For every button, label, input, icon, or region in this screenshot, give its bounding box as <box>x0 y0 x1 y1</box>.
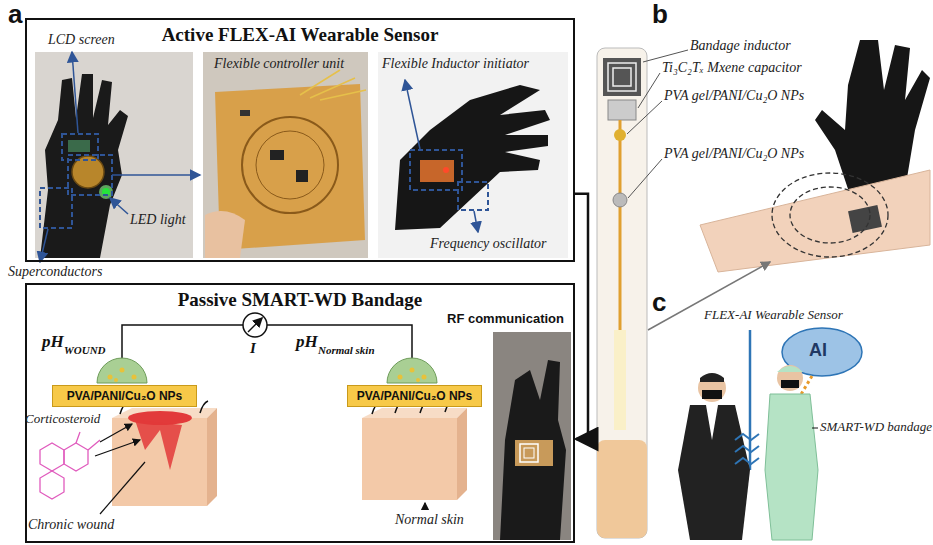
ph-subscript: WOUND <box>64 344 106 357</box>
part-label: Frequency oscillator <box>430 236 547 252</box>
glove-arm <box>648 40 930 330</box>
ai-label: AI <box>809 340 827 361</box>
panel-letter: b <box>652 0 668 30</box>
part-label: SMART-WD bandage <box>820 420 932 435</box>
ph-label: pH <box>296 332 318 352</box>
bandage-strip <box>597 48 688 538</box>
part-label: Flexible controller unit <box>214 56 344 72</box>
part-label: Ti₃C₂Tₓ Mxene capacitor <box>662 60 802 76</box>
panel-letter: a <box>8 0 22 30</box>
part-label: PVA gel/PANI/Cu₂O NPs <box>664 88 804 104</box>
part-label: LCD screen <box>48 32 115 48</box>
part-label: PVA gel/PANI/Cu₂O NPs <box>664 146 804 162</box>
part-label: Normal skin <box>395 512 464 528</box>
part-label: FLEX-AI Wearable Sensor <box>704 308 843 323</box>
material-label: PVA/PANI/Cu₂O NPs <box>67 386 183 406</box>
part-label: Chronic wound <box>28 517 114 533</box>
material-box: PVA/PANI/Cu₂O NPs <box>347 385 482 407</box>
part-label: LED light <box>130 212 186 228</box>
current-label: I <box>250 340 256 357</box>
part-label: Superconductors <box>8 264 102 280</box>
panel-letter: c <box>652 288 666 318</box>
glove-photo <box>35 52 200 262</box>
edge-label: RF communication <box>445 311 566 326</box>
ph-label: pH <box>42 332 64 352</box>
sensing-circuit <box>97 313 437 383</box>
material-box: PVA/PANI/Cu₂O NPs <box>52 385 197 407</box>
part-label: Corticosteroid <box>25 412 100 427</box>
normal-skin <box>362 400 467 510</box>
material-label: PVA/PANI/Cu₂O NPs <box>357 386 473 406</box>
glove-photo <box>378 52 568 258</box>
ph-subscript: Normal skin <box>318 344 375 357</box>
pcb-photo <box>203 52 368 258</box>
panel-box: Active FLEX-AI Wearable Sensor <box>25 18 575 262</box>
part-label: Flexible Inductor initiator <box>382 56 529 72</box>
rf-arrow <box>575 194 588 439</box>
bandage-photo <box>493 332 571 540</box>
panel-title: Passive SMART-WD Bandage <box>27 289 573 311</box>
part-label: Bandage inductor <box>690 38 791 54</box>
